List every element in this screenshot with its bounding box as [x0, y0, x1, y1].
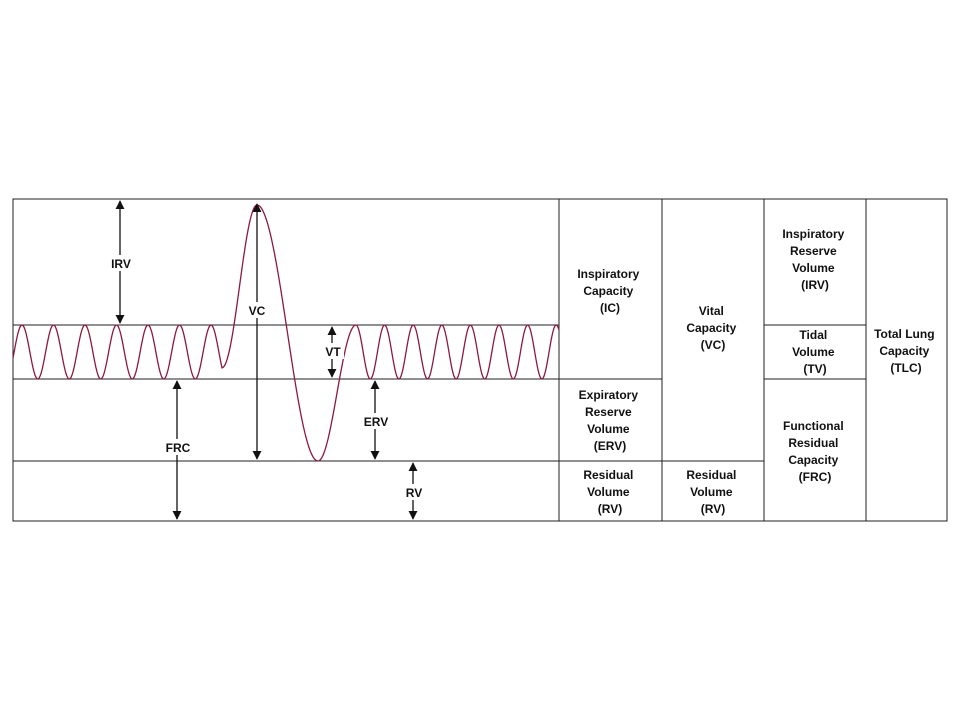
diagram-frame: [12, 198, 948, 522]
frc-label: FRC: [166, 441, 191, 455]
col1-ic-label: Inspiratory Capacity (IC): [577, 267, 642, 315]
spirogram-wave: [12, 204, 560, 462]
vt-label-bg: [322, 343, 344, 359]
col2-rv-label: Residual Volume (RV): [686, 468, 739, 516]
erv-label-bg: [362, 413, 389, 429]
vc-label: VC: [249, 304, 266, 318]
col4-tlc-label: Total Lung Capacity (TLC): [874, 327, 938, 375]
col3-tv-label: Tidal Volume (TV): [792, 328, 838, 376]
erv-label: ERV: [364, 415, 388, 429]
vc-label-bg: [245, 302, 269, 318]
col1-erv-label: Expiratory Reserve Volume (ERV): [579, 388, 642, 453]
irv-label: IRV: [111, 257, 131, 271]
vt-label: VT: [325, 345, 341, 359]
col3-irv-label: Inspiratory Reserve Volume (IRV): [782, 227, 847, 292]
col3-frc-label: Functional Residual Capacity (FRC): [783, 419, 847, 484]
col1-rv-label: Residual Volume (RV): [583, 468, 636, 516]
rv-label-bg: [403, 484, 425, 500]
rv-label: RV: [406, 486, 422, 500]
frc-label-bg: [163, 439, 192, 455]
col2-vc-label: Vital Capacity (VC): [686, 304, 739, 352]
irv-label-bg: [108, 255, 133, 271]
